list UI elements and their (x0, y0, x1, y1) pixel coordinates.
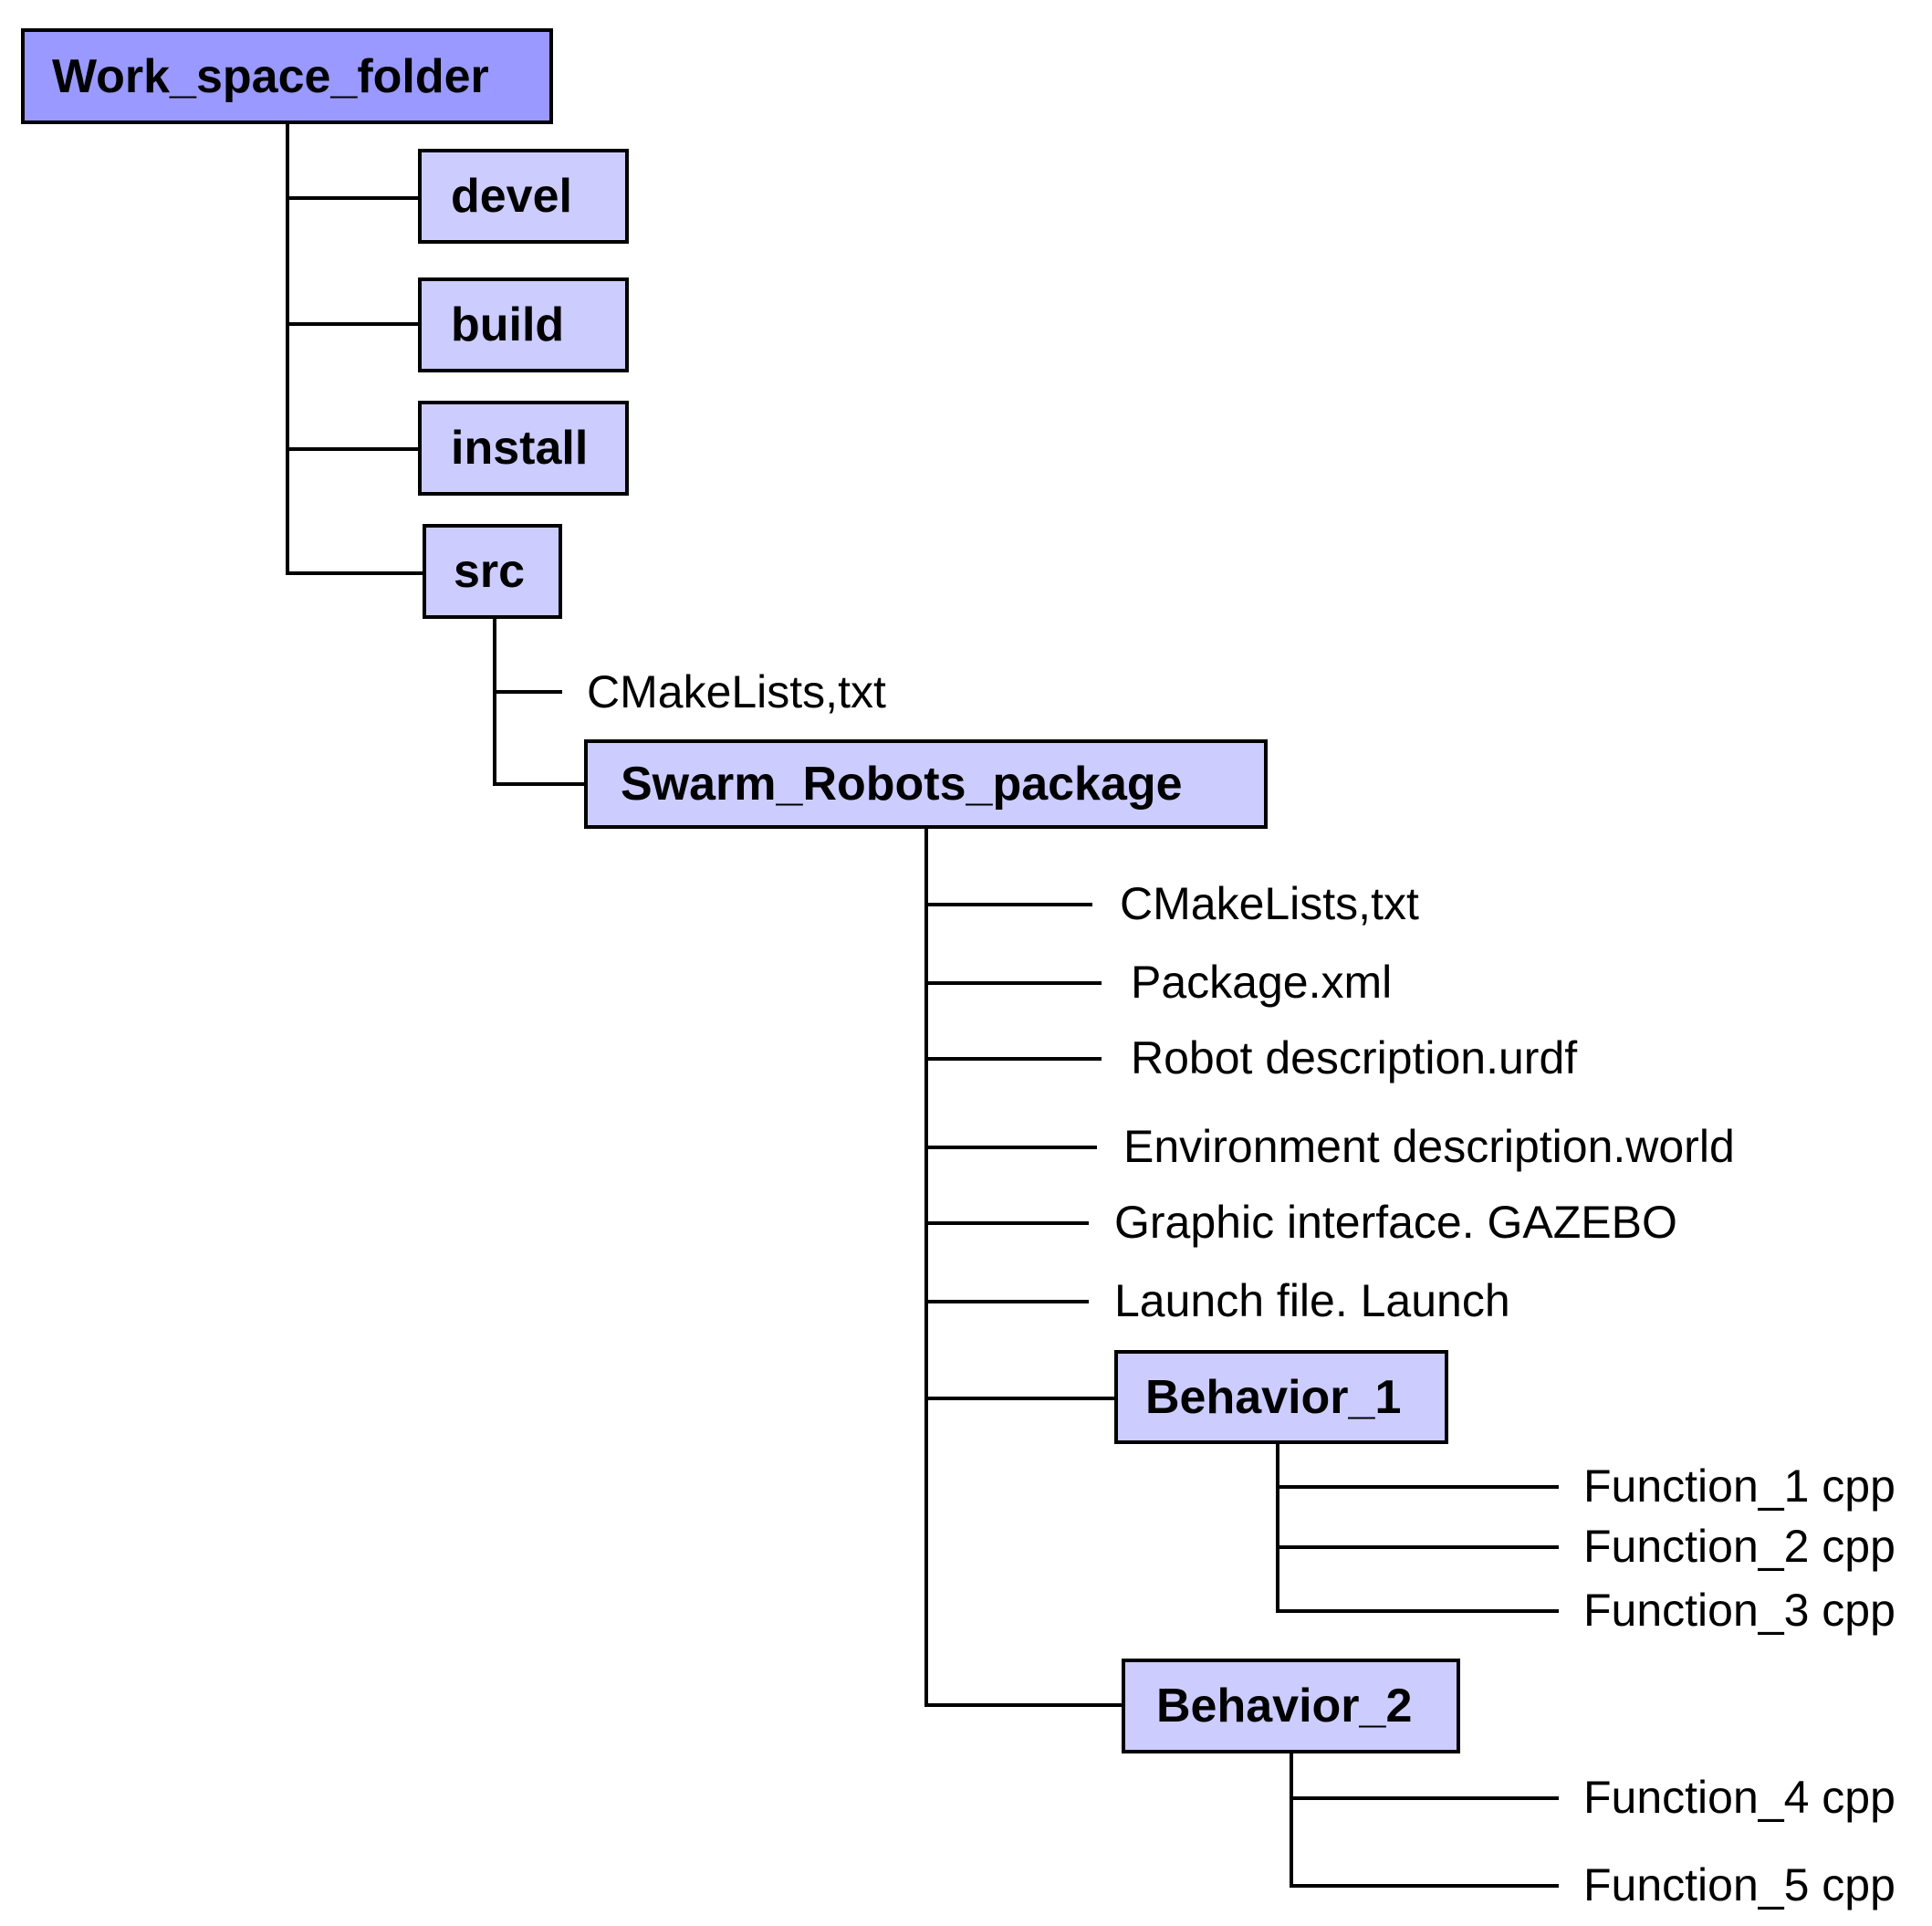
connector-function-5 (1290, 1884, 1559, 1888)
folder-box-behavior-1: Behavior_1 (1114, 1350, 1448, 1444)
file-function-3: Function_3 cpp (1583, 1585, 1895, 1636)
folder-label-devel: devel (451, 170, 572, 223)
file-function-2: Function_2 cpp (1583, 1521, 1895, 1572)
file-function-5: Function_5 cpp (1583, 1859, 1895, 1910)
connector-build (286, 322, 420, 326)
folder-label-src: src (454, 545, 526, 598)
connector-package (493, 782, 586, 786)
folder-box-devel: devel (418, 149, 629, 244)
folder-label-work-space: Work_space_folder (52, 49, 489, 103)
connector-package-file-6 (924, 1300, 1089, 1303)
folder-box-swarm-robots-package: Swarm_Robots_package (584, 739, 1268, 829)
folder-label-behavior-2: Behavior_2 (1156, 1680, 1413, 1732)
file-package-cmakelists: CMakeLists,txt (1120, 878, 1419, 929)
connector-package-file-2 (924, 981, 1102, 985)
connector-behavior-1-trunk (1276, 1441, 1279, 1613)
connector-src-cmakelists (493, 690, 562, 694)
connector-function-2 (1276, 1545, 1559, 1549)
connector-behavior-2 (924, 1703, 1123, 1707)
folder-label-build: build (451, 298, 565, 351)
connector-behavior-2-trunk (1290, 1751, 1293, 1888)
connector-package-file-3 (924, 1057, 1102, 1061)
connector-package-file-5 (924, 1221, 1089, 1225)
folder-box-build: build (418, 277, 629, 372)
folder-label-swarm-robots-package: Swarm_Robots_package (621, 758, 1183, 811)
connector-package-file-4 (924, 1146, 1097, 1149)
connector-package-file-1 (924, 903, 1092, 906)
connector-function-1 (1276, 1485, 1559, 1489)
file-graphic-interface: Graphic interface. GAZEBO (1114, 1197, 1677, 1248)
connector-src-trunk (493, 615, 496, 786)
file-robot-description: Robot description.urdf (1131, 1032, 1578, 1083)
folder-label-behavior-1: Behavior_1 (1145, 1370, 1402, 1424)
file-environment-description: Environment description.world (1123, 1121, 1735, 1172)
connector-behavior-1 (924, 1397, 1116, 1400)
connector-root-trunk (286, 122, 289, 573)
connector-function-3 (1276, 1609, 1559, 1613)
file-package-xml: Package.xml (1131, 957, 1393, 1008)
folder-box-install: install (418, 401, 629, 496)
connector-function-4 (1290, 1796, 1559, 1800)
connector-src (286, 571, 424, 575)
file-src-cmakelists: CMakeLists,txt (587, 666, 886, 717)
folder-box-src: src (423, 524, 562, 619)
connector-install (286, 447, 420, 451)
folder-box-work-space: Work_space_folder (21, 28, 553, 124)
connector-devel (286, 196, 420, 200)
folder-label-install: install (451, 422, 589, 475)
file-function-4: Function_4 cpp (1583, 1772, 1895, 1823)
file-function-1: Function_1 cpp (1583, 1460, 1895, 1512)
file-launch: Launch file. Launch (1114, 1275, 1510, 1326)
folder-box-behavior-2: Behavior_2 (1122, 1659, 1460, 1753)
connector-package-trunk (924, 827, 928, 1705)
